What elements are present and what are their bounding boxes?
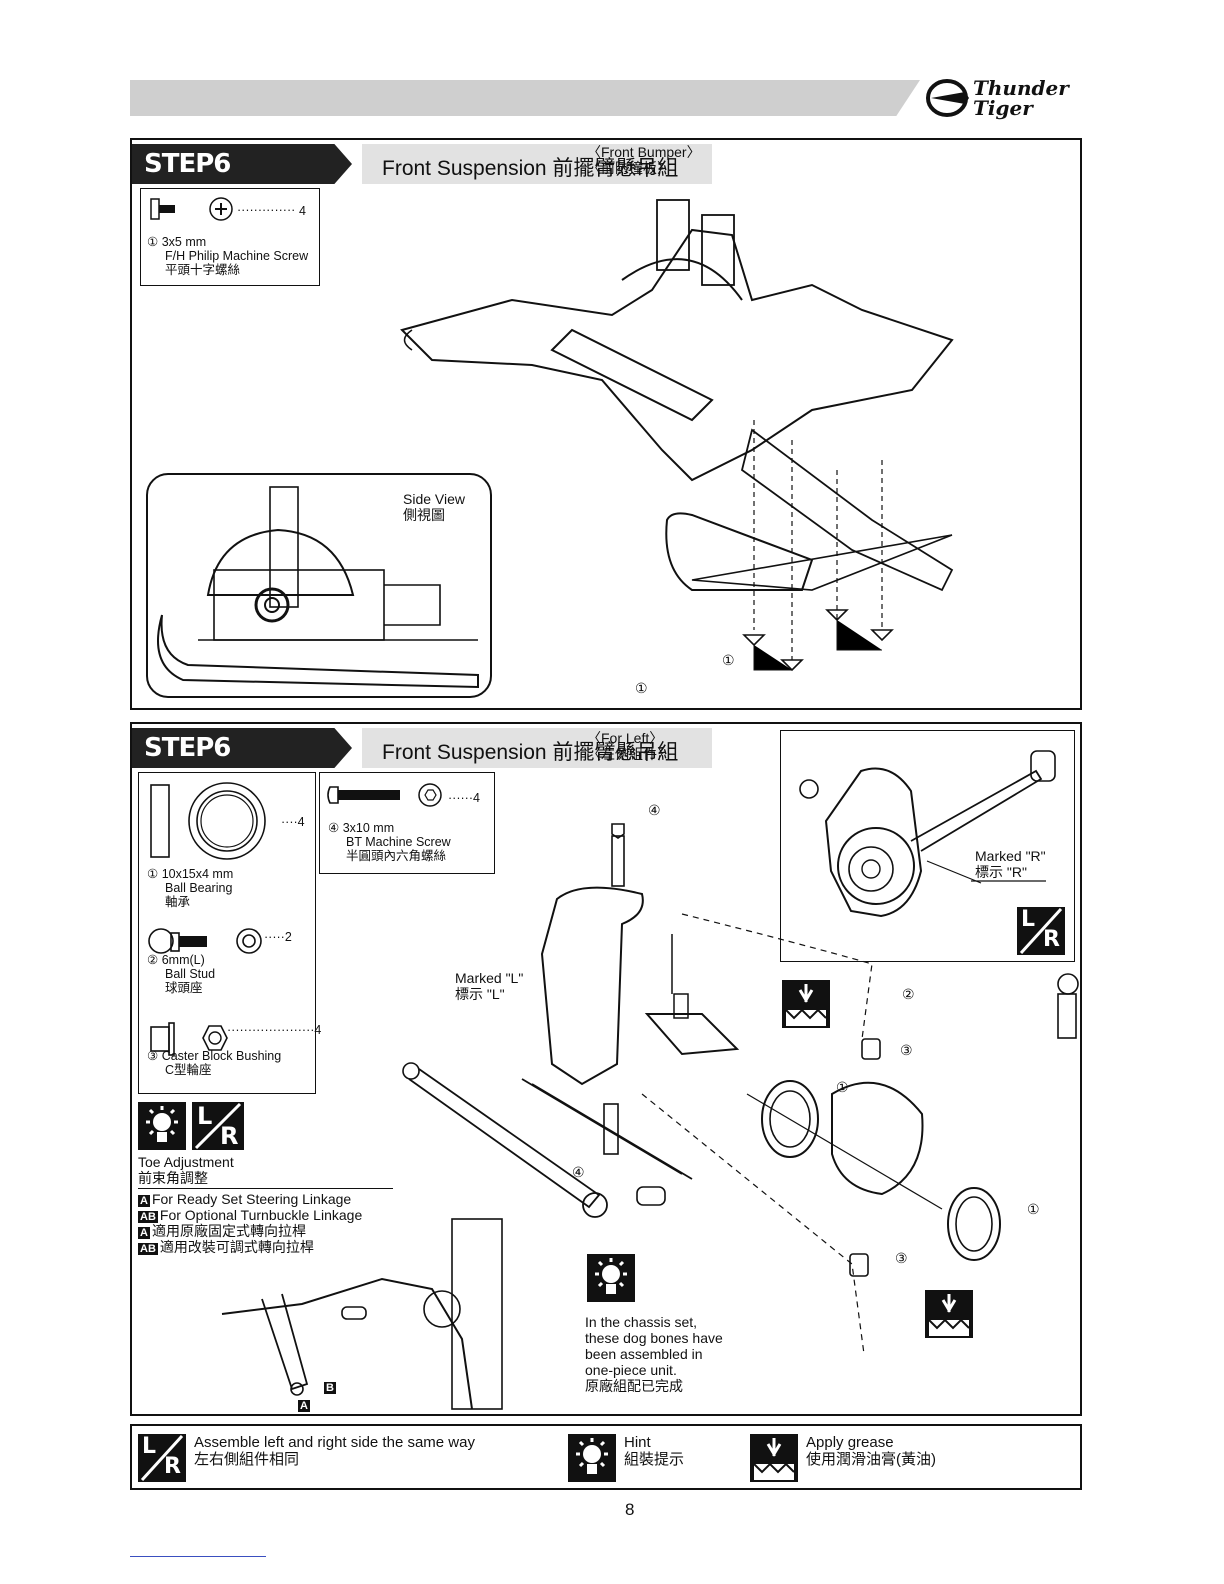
page-number: 8	[625, 1500, 635, 1519]
callout-number: ③	[900, 1042, 913, 1058]
side-view-inset: Side View 側視圖	[146, 473, 492, 698]
step-header: STEP6 Front Suspension 前擺臂懸吊組	[132, 144, 732, 184]
header-bar	[130, 80, 920, 116]
parts-box: ·············· 4 ① 3x5 mm F/H Philip Mac…	[140, 188, 320, 286]
step-title: Front Suspension 前擺臂懸吊組	[362, 144, 712, 184]
part-description: ① 10x15x4 mm Ball Bearing 軸承	[147, 867, 234, 909]
part-description: ③ Caster Block Bushing C型輪座	[147, 1049, 282, 1077]
parts-box: ····4 ·····2 ·····················4 ① 10…	[138, 772, 321, 1094]
step-panel-left-assembly: STEP6 Front Suspension 前擺臂懸吊組 〈For Left〉…	[130, 722, 1082, 1416]
toe-title: Toe Adjustment	[138, 1154, 234, 1170]
mark-b: B	[324, 1382, 336, 1394]
button-head-screw-icon	[327, 783, 442, 807]
parts-box: ······4 ④ 3x10 mm BT Machine Screw 半圓頭內六…	[319, 772, 495, 874]
brand-wordmark: Thunder Tiger	[973, 76, 1069, 120]
step-panel-front-bumper: STEP6 Front Suspension 前擺臂懸吊組 〈Front Bum…	[130, 138, 1082, 710]
part-qty: 4	[299, 204, 306, 218]
part-qty: ····4	[281, 815, 305, 829]
legend-grease-text: Apply grease 使用潤滑油膏(黃油)	[806, 1434, 936, 1468]
callout-number: ④	[572, 1164, 585, 1180]
part-description: ① 3x5 mm F/H Philip Machine Screw 平頭十字螺絲	[147, 235, 309, 277]
grease-icon	[750, 1434, 798, 1482]
callout-number: ①	[722, 652, 735, 668]
knuckle-assembly-drawing	[521, 823, 1079, 1355]
callout-number: ①	[1027, 1201, 1040, 1217]
right-knuckle-drawing	[799, 750, 1056, 918]
parts-icons	[148, 782, 266, 1056]
hint-icon	[587, 1254, 635, 1302]
side-view-label: Side View 側視圖	[403, 491, 466, 523]
part-qty: ·····················4	[227, 1023, 322, 1037]
part-qty: ·····2	[264, 930, 292, 944]
left-right-icon: L R	[192, 1102, 244, 1150]
right-side-inset: Marked "R" 標示 "R" L R	[780, 730, 1075, 962]
step-subtitle: 〈For Left〉 〈左側組件〉	[587, 730, 671, 762]
step-label: STEP6	[132, 728, 352, 768]
marked-l-label: Marked "L" 標示 "L"	[455, 970, 524, 1002]
callout-number: ②	[902, 986, 915, 1002]
step-header: STEP6 Front Suspension 前擺臂懸吊組	[132, 728, 732, 768]
part-description: ② 6mm(L) Ball Stud 球頭座	[147, 953, 216, 995]
logo-emblem-icon	[926, 79, 969, 117]
hint-icon	[138, 1102, 186, 1150]
mark-a: A	[298, 1400, 310, 1412]
marked-r-label: Marked "R" 標示 "R"	[975, 848, 1046, 880]
left-right-icon: L R	[138, 1434, 186, 1482]
hint-note: In the chassis set, these dog bones have…	[585, 1314, 723, 1394]
callout-number: ①	[635, 680, 648, 696]
part-qty: ······4	[448, 791, 480, 805]
step-subtitle: 〈Front Bumper〉 〈前防撞板〉	[587, 144, 701, 176]
step-title: Front Suspension 前擺臂懸吊組	[362, 728, 712, 768]
hint-icon	[568, 1434, 616, 1482]
grease-icon	[925, 1290, 973, 1338]
grease-icon	[782, 980, 830, 1028]
dog-bone-drawing	[402, 1062, 666, 1218]
footer-rule	[130, 1556, 266, 1557]
steering-linkage-drawing	[221, 1218, 503, 1410]
toe-title-zh: 前束角調整	[138, 1170, 208, 1186]
step-label: STEP6	[132, 144, 352, 184]
part-dots: ··············	[237, 203, 296, 217]
callout-number: ④	[648, 802, 661, 818]
legend-lr-text: Assemble left and right side the same wa…	[194, 1434, 475, 1468]
callout-number: ①	[836, 1079, 849, 1095]
flat-head-screw-icon	[150, 197, 233, 221]
legend-hint-text: Hint 組裝提示	[624, 1434, 685, 1468]
callout-number: ③	[895, 1250, 908, 1266]
front-bumper-assembly-drawing	[400, 199, 954, 672]
legend-panel: L R Assemble left and right side the sam…	[130, 1424, 1082, 1490]
brand-logo: Thunder Tiger	[925, 78, 1085, 122]
side-view-drawing	[157, 486, 479, 689]
left-right-icon: L R	[1017, 907, 1065, 955]
part-description: ④ 3x10 mm BT Machine Screw 半圓頭內六角螺絲	[328, 821, 451, 863]
